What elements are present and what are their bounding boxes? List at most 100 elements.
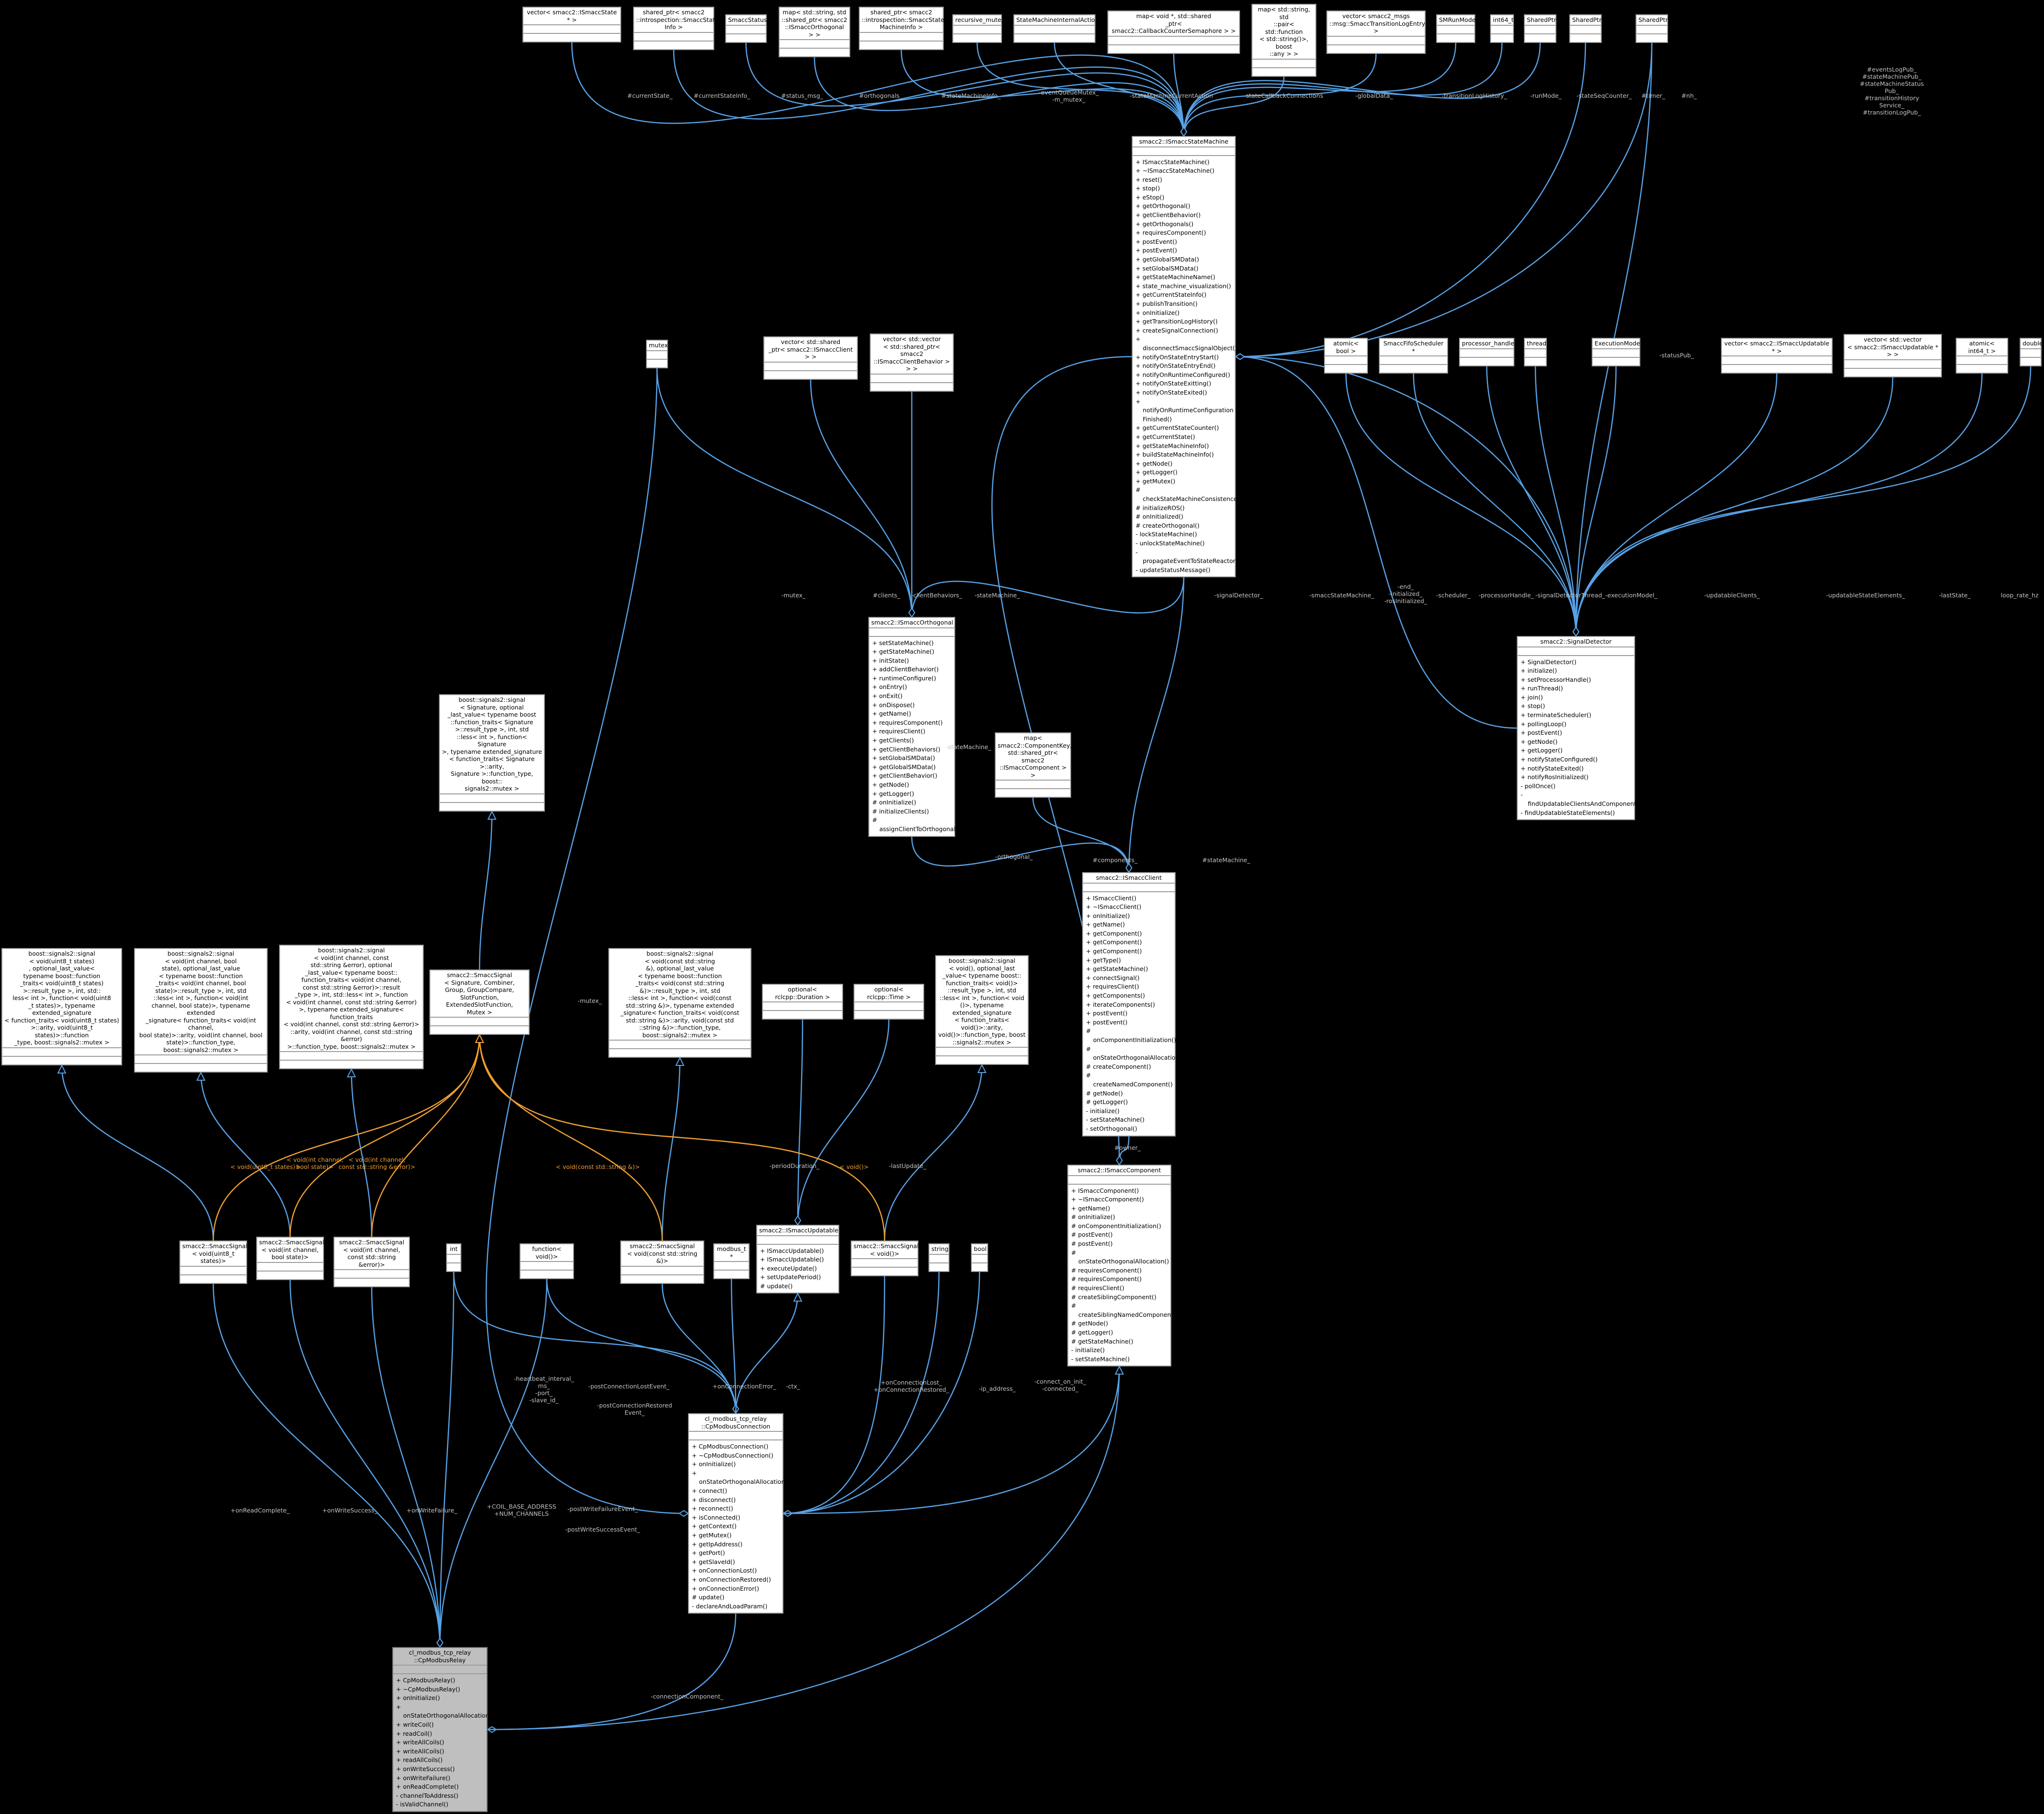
method-item: # onComponentInitialization() [1071, 1222, 1161, 1230]
class-node-bool[interactable]: bool [971, 1243, 988, 1272]
class-title: boost::signals2::signal < void(const std… [620, 950, 740, 1039]
class-node-recmutex[interactable]: recursive_mutex [952, 14, 1005, 43]
method-item: + getNode() [1136, 459, 1173, 467]
method-item: + requiresClient() [1086, 983, 1139, 990]
class-node-ismacccomp[interactable]: smacc2::ISmaccComponent+ ISmaccComponent… [1067, 1165, 1178, 1367]
member-edge-label: -signalDetector_ [1214, 592, 1263, 599]
class-node-ismaccsm[interactable]: smacc2::ISmaccStateMachine+ ISmaccStateM… [1132, 136, 1243, 578]
methods-compartment [1570, 33, 1601, 42]
class-node-bs_generic[interactable]: boost::signals2::signal < Signature, opt… [439, 694, 545, 812]
class-node-mutex2[interactable]: mutex [646, 340, 668, 368]
class-node-sp_stateinfo[interactable]: shared_ptr< smacc2 ::introspection::Smac… [633, 7, 719, 50]
class-node-conn[interactable]: cl_modbus_tcp_relay ::CpModbusConnection… [688, 1413, 790, 1614]
class-node-sharedptr2[interactable]: SharedPtr [1569, 14, 1602, 43]
class-node-map_cbsem[interactable]: map< void *, std::shared _ptr< smacc2::C… [1107, 10, 1240, 54]
class-node-vec_translog[interactable]: vector< smacc2_msgs ::msg::SmaccTransiti… [1326, 10, 1426, 54]
methods-compartment [1525, 356, 1546, 365]
class-node-sharedptr1[interactable]: SharedPtr [1524, 14, 1556, 43]
class-node-vec_cb[interactable]: vector< std::vector < std::shared_ptr< s… [870, 334, 954, 392]
class-node-atomic_int64[interactable]: atomic< int64_t > [1956, 338, 2008, 374]
method-item: # getNode() [1086, 1089, 1123, 1097]
method-item: + ~ISmaccClient() [1086, 903, 1142, 911]
class-node-ss_chbool[interactable]: smacc2::SmaccSignal < void(int channel, … [256, 1237, 324, 1280]
class-node-atomic_bool[interactable]: atomic< bool > [1324, 338, 1368, 374]
method-item: + getTransitionLogHistory() [1136, 318, 1218, 325]
class-node-ss_void[interactable]: smacc2::SmaccSignal < void()> [851, 1241, 918, 1276]
member-edge-label: -smaccStateMachine_ [1309, 592, 1375, 599]
class-node-double[interactable]: double [2020, 338, 2043, 366]
method-item: - propagateEventToStateReactors() [1136, 548, 1243, 565]
class-node-opt_dur[interactable]: optional< rclcpp::Duration > [762, 984, 843, 1020]
class-node-smaccstatus[interactable]: SmaccStatus [725, 14, 767, 43]
class-node-sp_sminfo[interactable]: shared_ptr< smacc2 ::introspection::Smac… [859, 7, 944, 50]
methods-compartment [860, 40, 943, 49]
class-title: vector< smacc2::ISmaccState * > [527, 9, 617, 23]
class-node-modbus[interactable]: modbus_t * [713, 1243, 750, 1279]
class-node-smaccsignal[interactable]: smacc2::SmaccSignal < Signature, Combine… [429, 970, 530, 1035]
method-item: - setStateMachine() [1086, 1116, 1145, 1124]
class-title: map< std::string, std ::pair< std::funct… [1258, 6, 1310, 57]
class-node-vec_upd[interactable]: vector< smacc2::ISmaccUpdatable * > [1721, 338, 1833, 374]
attributes-compartment [447, 1253, 460, 1262]
class-node-map_pair[interactable]: map< std::string, std ::pair< std::funct… [1251, 4, 1316, 77]
class-node-int[interactable]: int [446, 1243, 461, 1272]
methods-compartment: + CpModbusConnection()+ ~CpModbusConnect… [689, 1439, 790, 1613]
class-node-bs4[interactable]: boost::signals2::signal < void(const std… [608, 948, 751, 1058]
class-node-int64[interactable]: int64_t [1490, 14, 1514, 43]
method-item: + notifyOnRuntimeConfigured() [1136, 371, 1231, 378]
methods-compartment [135, 1063, 267, 1072]
method-item: + getName() [1071, 1204, 1110, 1212]
class-node-map_orth[interactable]: map< std::string, std ::shared_ptr< smac… [779, 7, 850, 57]
class-node-fifosched[interactable]: SmaccFifoScheduler * [1379, 338, 1448, 374]
method-item: + onWriteSuccess() [396, 1765, 455, 1772]
method-item: + onExit() [872, 692, 903, 700]
class-node-fnvoid[interactable]: function< void()> [520, 1243, 574, 1279]
attributes-compartment [860, 31, 943, 41]
class-node-ismaccclient[interactable]: smacc2::ISmaccClient+ ISmaccClient()+ ~I… [1082, 872, 1184, 1136]
class-node-bs1[interactable]: boost::signals2::signal < void(uint8_t s… [1, 948, 122, 1065]
methods-compartment [929, 1262, 949, 1271]
member-edge-label: -processorHandle_ [1479, 592, 1534, 599]
class-node-ss_str[interactable]: smacc2::SmaccSignal < void(const std::st… [620, 1241, 704, 1284]
class-node-prochandle[interactable]: processor_handle [1459, 338, 1514, 366]
class-node-vec_state[interactable]: vector< smacc2::ISmaccState * > [522, 7, 621, 42]
class-title: shared_ptr< smacc2 ::introspection::Smac… [862, 9, 945, 31]
class-node-bs2[interactable]: boost::signals2::signal < void(int chann… [134, 948, 268, 1073]
class-node-vec_clients[interactable]: vector< std::shared _ptr< smacc2::ISmacc… [763, 336, 858, 380]
methods-compartment [1327, 44, 1425, 53]
attributes-compartment [852, 1258, 918, 1267]
member-edge-label: #timer_ [1641, 92, 1666, 99]
class-node-ss_uint8[interactable]: smacc2::SmaccSignal < void(uint8_t state… [179, 1241, 247, 1284]
class-node-map_comp[interactable]: map< smacc2::ComponentKey, std::shared_p… [995, 732, 1072, 798]
method-item: + addClientBehavior() [872, 666, 939, 673]
class-node-ismaccorth[interactable]: smacc2::ISmaccOrthogonal+ setStateMachin… [868, 617, 960, 837]
method-item: + createSignalConnection() [1136, 326, 1219, 334]
method-item: + requiresComponent() [1136, 229, 1206, 237]
class-node-opt_time[interactable]: optional< rclcpp::Time > [854, 984, 924, 1020]
class-title: smacc2::ISmaccStateMachine [1139, 138, 1229, 145]
class-node-execmodel[interactable]: ExecutionModel [1592, 338, 1642, 366]
class-node-relay[interactable]: cl_modbus_tcp_relay ::CpModbusRelay+ CpM… [392, 1647, 494, 1812]
class-node-sigdet[interactable]: smacc2::SignalDetector+ SignalDetector()… [1517, 636, 1644, 821]
method-item: + initialize() [1521, 667, 1557, 675]
class-node-bs5[interactable]: boost::signals2::signal < void(), option… [935, 955, 1029, 1065]
method-item: + setGlobalSMData() [1136, 264, 1199, 272]
class-node-updatable[interactable]: smacc2::ISmaccUpdatable+ ISmaccUpdatable… [756, 1225, 839, 1294]
member-edge-label: -globalData_ [1355, 92, 1393, 99]
method-item: + notifyStateConfigured() [1521, 756, 1598, 763]
attributes-compartment [280, 1051, 423, 1060]
member-edge-label: +onReadComplete_ [230, 1507, 290, 1514]
class-node-smrunmode[interactable]: SMRunMode [1436, 14, 1476, 43]
class-node-ss_cherr[interactable]: smacc2::SmaccSignal < void(int channel, … [334, 1237, 410, 1287]
class-node-thread[interactable]: thread [1524, 338, 1547, 366]
class-node-smia[interactable]: StateMachineInternalAction [1013, 14, 1099, 43]
method-item: + runtimeConfigure() [872, 674, 937, 682]
methods-compartment [852, 1267, 918, 1275]
class-node-vec_vec_upd[interactable]: vector< std::vector < smacc2::ISmaccUpda… [1844, 334, 1942, 377]
class-node-string[interactable]: string [928, 1243, 949, 1272]
class-node-sharedptr3[interactable]: SharedPtr [1636, 14, 1668, 43]
methods-compartment [763, 1010, 842, 1019]
member-edge-label: +onConnectionLost_ +onConnectionRestored… [873, 1379, 949, 1393]
method-item: + requiresClient() [872, 728, 926, 735]
class-node-bs3[interactable]: boost::signals2::signal < void(int chann… [279, 945, 424, 1069]
